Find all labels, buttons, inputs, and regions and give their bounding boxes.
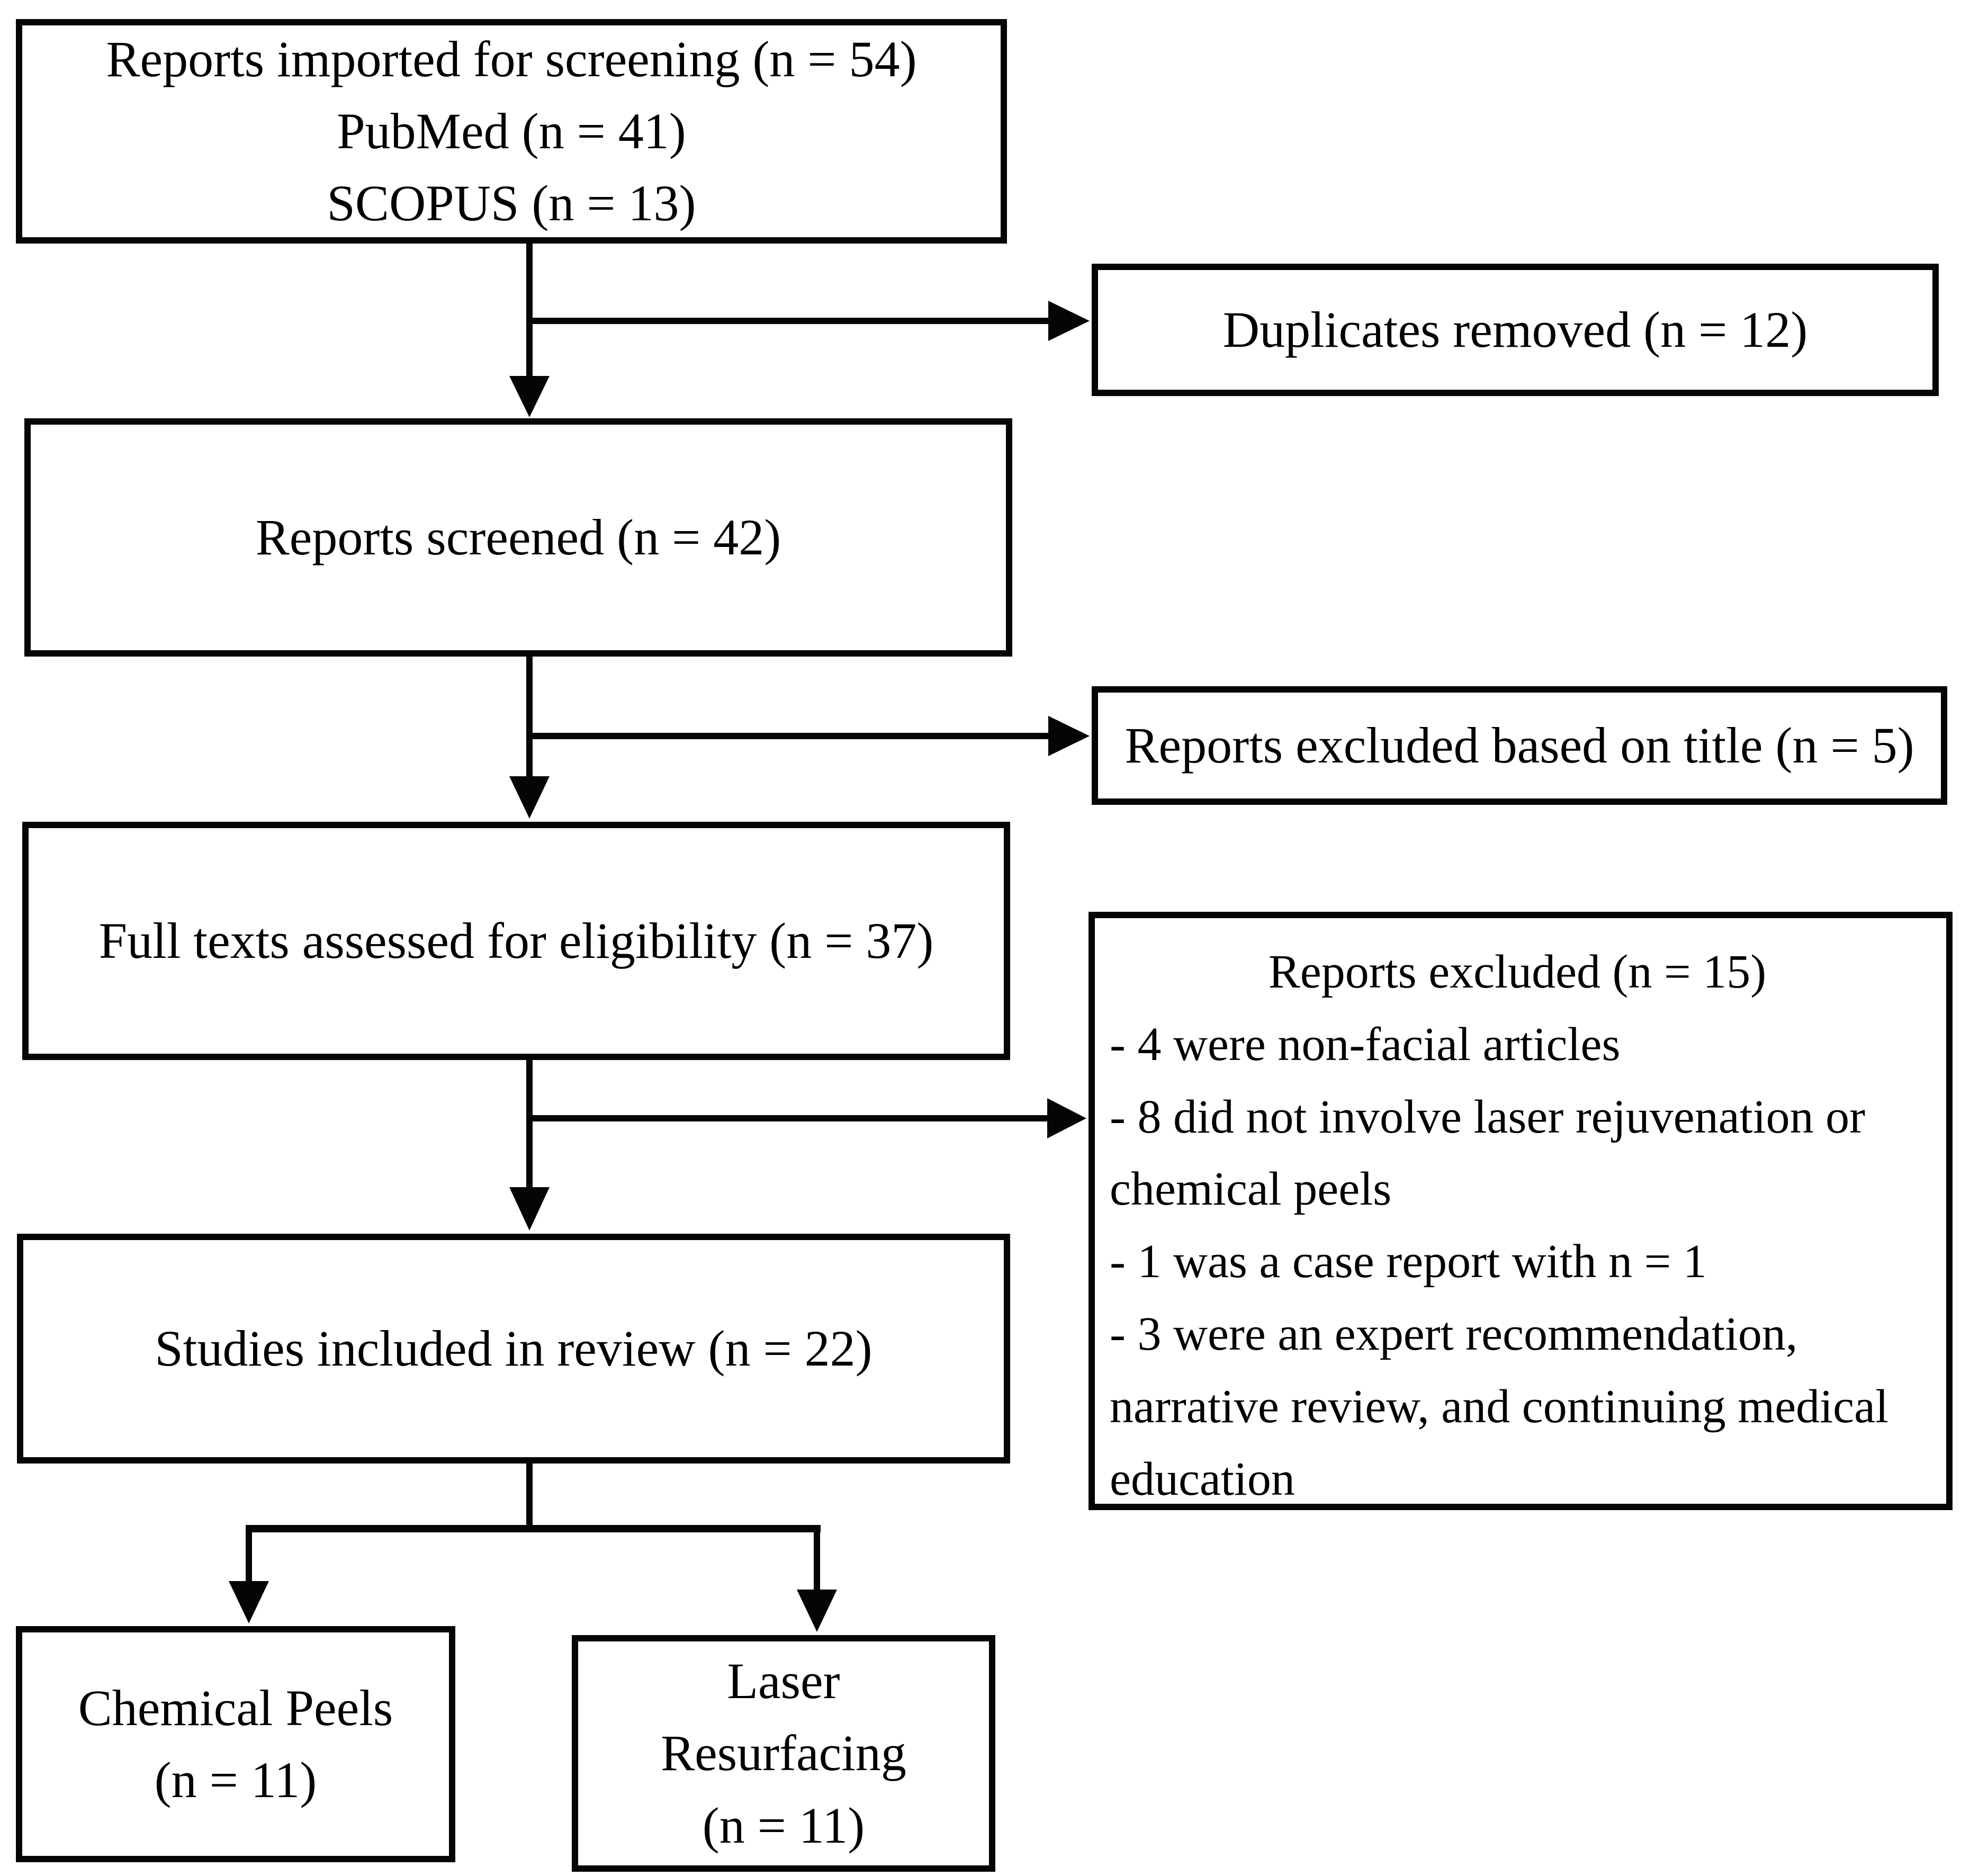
box-reports-imported: Reports imported for screening (n = 54) … [16, 19, 1007, 244]
studies-included-label: Studies included in review (n = 22) [155, 1320, 872, 1377]
arrowhead-excluded-full [1047, 1098, 1086, 1138]
arrowhead-screened [509, 376, 550, 417]
reports-imported-line3: SCOPUS (n = 13) [327, 175, 696, 232]
excluded-reason-nonfacial: - 4 were non-facial articles [1110, 1018, 1621, 1071]
box-studies-included: Studies included in review (n = 22) [17, 1234, 1010, 1464]
arrowhead-laser [797, 1590, 837, 1632]
arrowhead-chemical [229, 1581, 269, 1623]
duplicates-removed-label: Duplicates removed (n = 12) [1222, 301, 1808, 358]
box-duplicates-removed: Duplicates removed (n = 12) [1092, 264, 1939, 396]
arrowhead-fulltext [509, 776, 550, 819]
box-laser-resurfacing: Laser Resurfacing (n = 11) [572, 1635, 995, 1872]
reports-screened-label: Reports screened (n = 42) [255, 508, 781, 566]
chemical-peels-line2: (n = 11) [154, 1752, 317, 1808]
laser-resurfacing-line1: Laser [727, 1653, 840, 1710]
arrowhead-duplicates [1048, 301, 1090, 341]
laser-resurfacing-line3: (n = 11) [702, 1797, 865, 1854]
excluded-reason-case-report: - 1 was a case report with n = 1 [1110, 1235, 1707, 1288]
reports-excluded-title: Reports excluded (n = 15) [1268, 946, 1767, 998]
laser-resurfacing-line2: Resurfacing [661, 1725, 906, 1782]
excluded-based-on-title-label: Reports excluded based on title (n = 5) [1125, 716, 1914, 774]
fulltext-assessed-label: Full texts assessed for eligibility (n =… [98, 912, 934, 969]
box-chemical-peels: Chemical Peels (n = 11) [16, 1626, 455, 1862]
arrowhead-included [509, 1187, 550, 1231]
box-reports-screened: Reports screened (n = 42) [24, 418, 1012, 657]
box-reports-excluded: Reports excluded (n = 15) - 4 were non-f… [1089, 912, 1953, 1510]
excluded-reason-expert-recommendation: - 3 were an expert recommendation, narra… [1110, 1307, 1889, 1505]
box-fulltext-assessed: Full texts assessed for eligibility (n =… [22, 822, 1010, 1060]
arrowhead-excluded-title [1048, 716, 1090, 756]
box-excluded-based-on-title: Reports excluded based on title (n = 5) [1092, 686, 1947, 805]
chemical-peels-line1: Chemical Peels [78, 1679, 393, 1736]
excluded-reason-no-laser-or-peels: - 8 did not involve laser rejuvenation o… [1110, 1090, 1866, 1216]
reports-imported-line1: Reports imported for screening (n = 54) [106, 30, 917, 87]
reports-imported-line2: PubMed (n = 41) [337, 102, 686, 159]
